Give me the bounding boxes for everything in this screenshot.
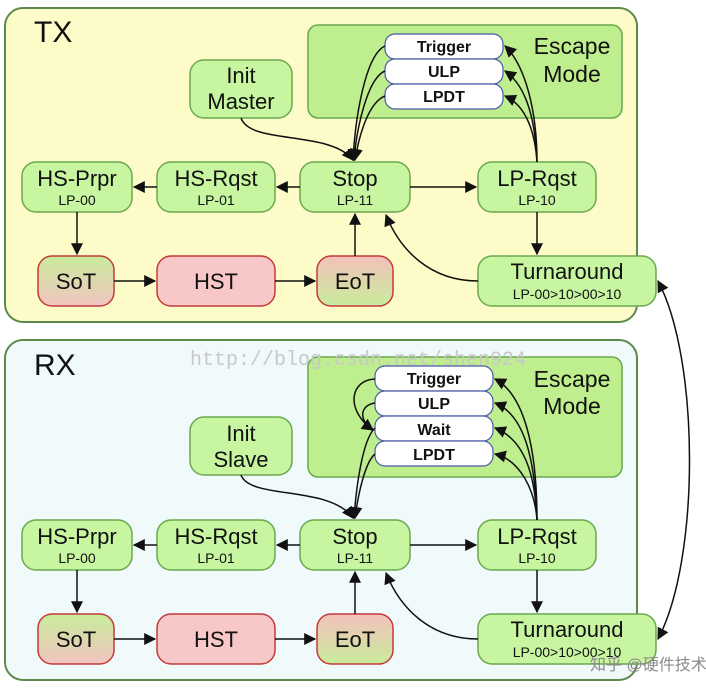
tx-hs-prpr-code: LP-00 (58, 192, 96, 208)
tx-escape-ulp-label: ULP (428, 64, 460, 81)
rx-escape-ulp-label: ULP (418, 396, 450, 413)
rx-escape-ulp[interactable]: ULP (374, 390, 494, 417)
tx-hs-rqst-node[interactable]: HS-Rqst LP-01 (156, 161, 276, 213)
tx-lp-rqst-name: LP-Rqst (497, 166, 576, 191)
rx-stop-code: LP-11 (337, 550, 374, 566)
tx-sot-name: SoT (56, 269, 96, 294)
tx-edge-lprqst-lpdt (503, 94, 538, 163)
rx-escape-lpdt[interactable]: LPDT (374, 440, 494, 467)
tx-stop-code: LP-11 (337, 192, 374, 208)
tx-escape-title-2: Mode (543, 61, 601, 87)
rx-escape-wait[interactable]: Wait (374, 415, 494, 442)
rx-eot-node[interactable]: EoT (316, 613, 394, 665)
rx-hst-name: HST (194, 627, 238, 652)
rx-edge-lprqst-wait (493, 426, 538, 521)
rx-stop-node[interactable]: Stop LP-11 (299, 519, 411, 571)
watermark-url: http://blog.csdn.net/shen924 (190, 349, 526, 372)
tx-lp-rqst-node[interactable]: LP-Rqst LP-10 (477, 161, 597, 213)
tx-turnaround-node[interactable]: Turnaround LP-00>10>00>10 (477, 255, 657, 307)
rx-turnaround-code: LP-00>10>00>10 (513, 644, 622, 660)
rx-turnaround-node[interactable]: Turnaround LP-00>10>00>10 (477, 613, 657, 665)
rx-lp-rqst-name: LP-Rqst (497, 524, 576, 549)
rx-escape-trigger-label: Trigger (407, 371, 461, 388)
rx-escape-title-1: Escape (534, 366, 611, 392)
rx-edge-lprqst-trigger (493, 378, 538, 521)
rx-hs-rqst-node[interactable]: HS-Rqst LP-01 (156, 519, 276, 571)
tx-init-master-node[interactable]: Init Master (189, 59, 293, 119)
tx-edge-trigger-stop (347, 45, 386, 162)
rx-hst-node[interactable]: HST (156, 613, 276, 665)
rx-stop-name: Stop (332, 524, 377, 549)
tx-stop-node[interactable]: Stop LP-11 (299, 161, 411, 213)
tx-init-line1: Init (226, 63, 255, 88)
rx-sot-name: SoT (56, 627, 96, 652)
rx-eot-name: EoT (335, 627, 375, 652)
rx-lp-rqst-node[interactable]: LP-Rqst LP-10 (477, 519, 597, 571)
tx-turnaround-name: Turnaround (511, 259, 624, 284)
rx-lp-rqst-code: LP-10 (518, 550, 556, 566)
tx-edge-init-stop (240, 117, 354, 161)
rx-edge-lpdt-stop (350, 453, 376, 520)
tx-escape-lpdt-label: LPDT (423, 89, 465, 106)
rx-escape-title-2: Mode (543, 393, 601, 419)
tx-hs-prpr-node[interactable]: HS-Prpr LP-00 (21, 161, 133, 213)
tx-escape-trigger[interactable]: Trigger (384, 33, 504, 60)
watermark-zhihu: 知乎 @硬件技术社区 (590, 656, 706, 674)
rx-hs-prpr-name: HS-Prpr (37, 524, 116, 549)
rx-escape-trigger[interactable]: Trigger (374, 365, 494, 392)
rx-edge-turnaround-stop (384, 571, 479, 640)
rx-sot-node[interactable]: SoT (37, 613, 115, 665)
tx-init-line2: Master (207, 89, 274, 114)
tx-edge-lpdt-stop (350, 95, 386, 162)
rx-edge-init-stop (240, 474, 354, 519)
rx-init-line2: Slave (213, 447, 268, 472)
tx-escape-ulp[interactable]: ULP (384, 58, 504, 85)
tx-escape-title-1: Escape (534, 33, 611, 59)
rx-turnaround-name: Turnaround (511, 617, 624, 642)
tx-sot-node[interactable]: SoT (37, 255, 115, 307)
rx-escape-lpdt-label: LPDT (413, 447, 455, 464)
tx-lp-rqst-code: LP-10 (518, 192, 556, 208)
rx-init-line1: Init (226, 421, 255, 446)
tx-stop-name: Stop (332, 166, 377, 191)
tx-hs-rqst-code: LP-01 (197, 192, 235, 208)
rx-init-slave-node[interactable]: Init Slave (189, 416, 293, 476)
tx-panel-label: TX (34, 16, 72, 49)
tx-eot-name: EoT (335, 269, 375, 294)
rx-panel: RX Escape Mode Trigger ULP Wait LPDT Ini… (4, 339, 657, 681)
tx-panel: TX Escape Mode Trigger ULP LPDT Init Mas… (4, 7, 657, 323)
rx-panel-label: RX (34, 349, 76, 382)
rx-hs-rqst-name: HS-Rqst (174, 524, 257, 549)
tx-escape-trigger-label: Trigger (417, 39, 471, 56)
tx-hst-node[interactable]: HST (156, 255, 276, 307)
rx-hs-prpr-code: LP-00 (58, 550, 96, 566)
tx-hs-rqst-name: HS-Rqst (174, 166, 257, 191)
tx-escape-lpdt[interactable]: LPDT (384, 83, 504, 110)
rx-hs-rqst-code: LP-01 (197, 550, 235, 566)
tx-edge-turnaround-stop (384, 213, 479, 282)
rx-edge-lprqst-lpdt (493, 450, 538, 521)
tx-hs-prpr-name: HS-Prpr (37, 166, 116, 191)
rx-edge-ulp-wait (360, 402, 376, 431)
edge-tx-rx-turnaround (657, 279, 691, 641)
tx-hst-name: HST (194, 269, 238, 294)
tx-turnaround-code: LP-00>10>00>10 (513, 286, 622, 302)
rx-hs-prpr-node[interactable]: HS-Prpr LP-00 (21, 519, 133, 571)
tx-eot-node[interactable]: EoT (316, 255, 394, 307)
rx-escape-wait-label: Wait (417, 422, 451, 439)
